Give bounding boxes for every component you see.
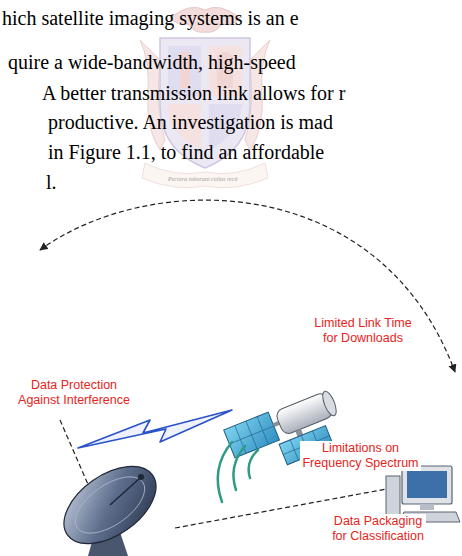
body-text-line: A better transmission link allows for r xyxy=(42,81,345,105)
signal-wave xyxy=(249,450,258,478)
solar-panel xyxy=(224,412,280,458)
body-text-line: l. xyxy=(46,170,57,194)
body-text-line: productive. An investigation is mad xyxy=(48,110,333,134)
dish-reflector xyxy=(50,451,170,556)
satellite-lens xyxy=(320,390,339,418)
signal-wave xyxy=(218,442,232,502)
panel-grid xyxy=(224,412,280,458)
body-text-line: in Figure 1.1, to find an affordable xyxy=(48,140,324,164)
monitor-stand xyxy=(420,504,434,510)
monitor-screen xyxy=(407,471,447,498)
dish-feed xyxy=(110,478,140,505)
dish-feed-horn xyxy=(138,474,144,480)
satellite-dish xyxy=(50,451,170,556)
callout-label: Limited Link Time for Downloads xyxy=(312,316,414,346)
body-text-line: hich satellite imaging systems is an e xyxy=(2,6,299,30)
crest-motto: Pectora roborant cultus recti xyxy=(168,175,238,183)
crest-ribbon xyxy=(142,163,268,188)
callout-label: Data Protection Against Interference xyxy=(16,378,132,408)
callout-label: Limitations on Frequency Spectrum xyxy=(300,441,421,471)
body-text-line: quire a wide-bandwidth, high-speed xyxy=(8,50,296,74)
signal-wave xyxy=(233,446,245,490)
lightning-bolt xyxy=(78,410,232,448)
link-time-arc xyxy=(40,200,455,372)
monitor xyxy=(402,466,452,504)
signal-waves xyxy=(218,442,258,502)
callout-label: Data Packaging for Classification xyxy=(330,514,426,544)
dish-rim xyxy=(66,466,154,545)
